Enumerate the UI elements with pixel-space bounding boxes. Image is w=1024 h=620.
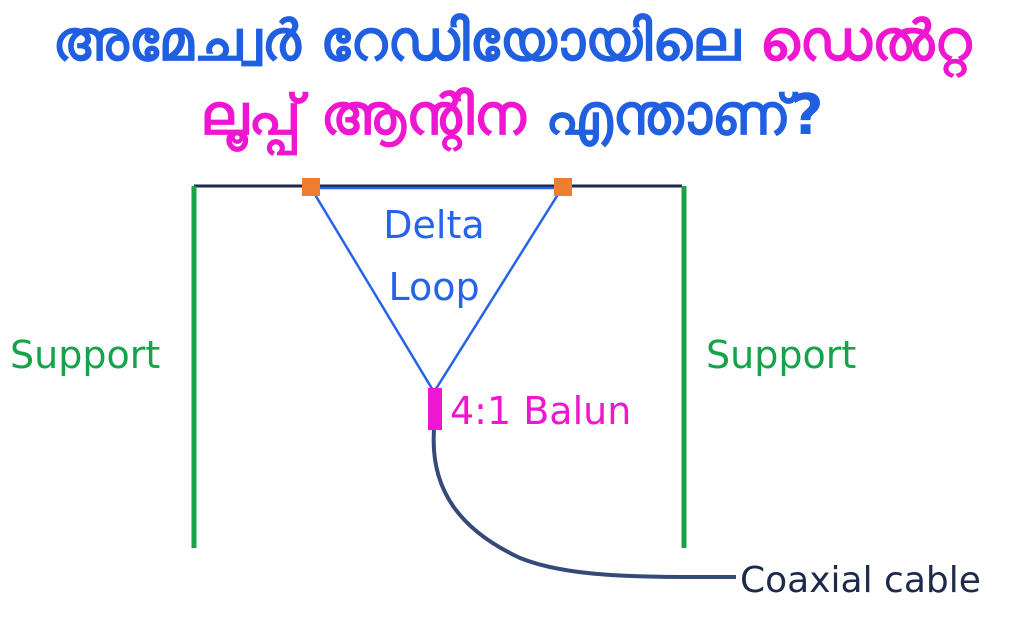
delta-loop-right-edge	[432, 187, 564, 393]
insulator-right	[554, 178, 572, 196]
page-title-line-2: ലൂപ്പ് ആന്റിന എന്താണ്?	[0, 84, 1024, 148]
delta-loop-label-line-1: Delta	[383, 203, 484, 247]
support-label-left: Support	[10, 333, 160, 377]
title-text-magenta: ഡെൽറ്റ	[759, 9, 972, 74]
delta-loop-label-line-2: Loop	[388, 265, 479, 309]
page-title-line-1: അമേച്വർ റേഡിയോയിലെ ഡെൽറ്റ	[0, 10, 1024, 74]
title-text-magenta: ലൂപ്പ് ആന്റിന	[200, 83, 526, 148]
delta-loop-left-edge	[309, 187, 436, 393]
insulator-left	[302, 178, 320, 196]
title-text-blue: എന്താണ്?	[545, 83, 824, 148]
coaxial-cable-label: Coaxial cable	[740, 560, 981, 601]
title-text-blue: അമേച്വർ റേഡിയോയിലെ	[52, 9, 741, 74]
balun-label: 4:1 Balun	[450, 389, 631, 433]
balun-block	[428, 388, 442, 430]
coaxial-cable	[431, 429, 737, 580]
support-label-right: Support	[706, 333, 856, 377]
